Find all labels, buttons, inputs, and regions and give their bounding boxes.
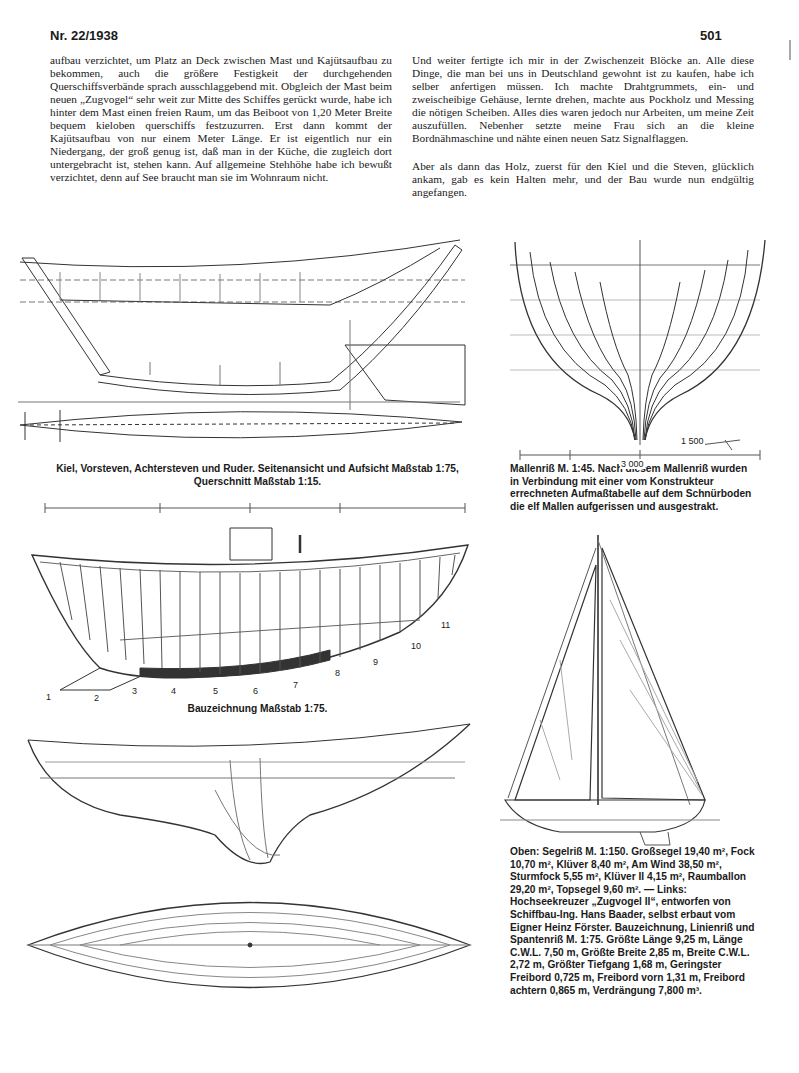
keel-drawing-line: [20, 280, 465, 281]
keel-drawing-line: [20, 240, 460, 267]
sail-plan: [500, 535, 720, 845]
dimension: 3 000: [620, 459, 645, 469]
body-plan-line: [530, 252, 635, 440]
callout-number: 5: [212, 686, 219, 696]
sail-plan-line: [505, 800, 705, 832]
callout-number: 3: [131, 686, 138, 696]
sail-plan-line: [610, 600, 702, 795]
construction-drawing-line: [40, 553, 460, 572]
construction-drawing-line: [299, 535, 302, 553]
header-rule-line: [790, 40, 791, 60]
lines-plan-line: [248, 943, 252, 947]
callout-number: 8: [334, 668, 341, 678]
figure-caption: Kiel, Vorsteven, Achtersteven und Ruder.…: [45, 463, 470, 488]
callout-number: 6: [252, 686, 259, 696]
body-plan-line: [510, 265, 760, 266]
body-plan: [510, 240, 765, 460]
keel-drawing-line: [60, 248, 440, 305]
figure-caption: Oben: Segelriß M. 1:150. Großsegel 19,40…: [510, 846, 755, 997]
body-plan-line: [550, 262, 635, 440]
body-plan-line: [645, 240, 765, 440]
figure-caption: Bauzeichnung Maßstab 1:75.: [45, 703, 470, 716]
figure-caption: Mallenriß M. 1:45. Nach diesem Mallenriß…: [510, 463, 755, 513]
keel-drawing-line: [20, 412, 462, 438]
body-plan-line: [700, 440, 740, 450]
page-number-issue: Nr. 22/1938: [50, 28, 250, 43]
lines-plan: [28, 724, 470, 988]
construction-drawing-line: [32, 545, 468, 678]
sail-plan-line: [540, 660, 572, 780]
dimension: 1 500: [680, 436, 705, 446]
callout-number: 11: [440, 620, 451, 630]
body-plan-line: [515, 242, 635, 440]
sail-plan-line: [602, 548, 705, 800]
callout-number: 10: [410, 641, 422, 651]
page-number: 501: [700, 28, 750, 43]
keel-drawing-line: [150, 362, 280, 385]
body-plan-line: [645, 260, 728, 440]
keel-drawing-line: [20, 302, 465, 303]
header-rule: [790, 40, 791, 60]
body-plan-line: [510, 300, 760, 370]
lines-plan-line: [45, 762, 465, 763]
lines-plan-line: [80, 945, 420, 968]
sail-plan-line: [508, 548, 596, 798]
callout-number: 2: [93, 693, 100, 703]
body-plan-line: [644, 270, 705, 440]
construction-drawing-line-line: [60, 555, 455, 674]
construction-drawing-line: [140, 650, 330, 677]
keel-drawing-line: [30, 423, 455, 425]
body-plan-line: [645, 250, 748, 440]
lines-plan-line: [40, 778, 455, 779]
body-text: aufbau verzichtet, um Platz an Deck zwis…: [50, 54, 392, 184]
keel-drawing-line: [345, 345, 465, 405]
body-plan-line: [643, 282, 680, 440]
construction-drawing-line: [120, 620, 420, 640]
sail-plan-line: [640, 832, 670, 845]
keel-drawing-line: [18, 402, 460, 403]
construction-drawing-line: [230, 528, 272, 560]
lines-plan-line: [28, 724, 470, 746]
body-plan-line: [575, 272, 636, 440]
sail-plan-line: [500, 820, 720, 821]
keel-drawing-line: [60, 272, 300, 302]
keel-drawing-line: [350, 320, 351, 410]
sail-plan-line: [597, 535, 599, 805]
body-text: Aber als dann das Holz, zuerst für den K…: [412, 160, 754, 199]
callout-number: 9: [372, 657, 379, 667]
keel-drawing-line: [22, 258, 110, 375]
lines-plan-line: [50, 945, 450, 978]
lines-plan-line: [28, 724, 470, 863]
lines-plan-line: [50, 913, 450, 946]
body-text: Und weiter fertigte ich mir in der Zwisc…: [412, 54, 754, 145]
keel-drawing: [18, 240, 465, 442]
construction-drawing-line: [60, 555, 455, 674]
construction-drawing-line: [45, 508, 465, 509]
construction-drawing: [32, 503, 468, 690]
lines-plan-line: [215, 790, 280, 855]
sail-plan-line: [515, 565, 596, 800]
body-plan-line: [640, 240, 641, 445]
callout-number: 1: [45, 692, 52, 702]
sail-plan-line: [598, 540, 690, 805]
construction-drawing-line: [45, 503, 465, 513]
body-plan-line: [600, 282, 637, 440]
lines-plan-line: [28, 903, 470, 988]
callout-number: 4: [170, 686, 177, 696]
lines-plan-line: [80, 923, 420, 946]
callout-number: 7: [292, 680, 299, 690]
keel-drawing-line: [25, 410, 60, 442]
lines-plan-line: [230, 760, 250, 860]
lines-plan-line: [260, 758, 268, 858]
